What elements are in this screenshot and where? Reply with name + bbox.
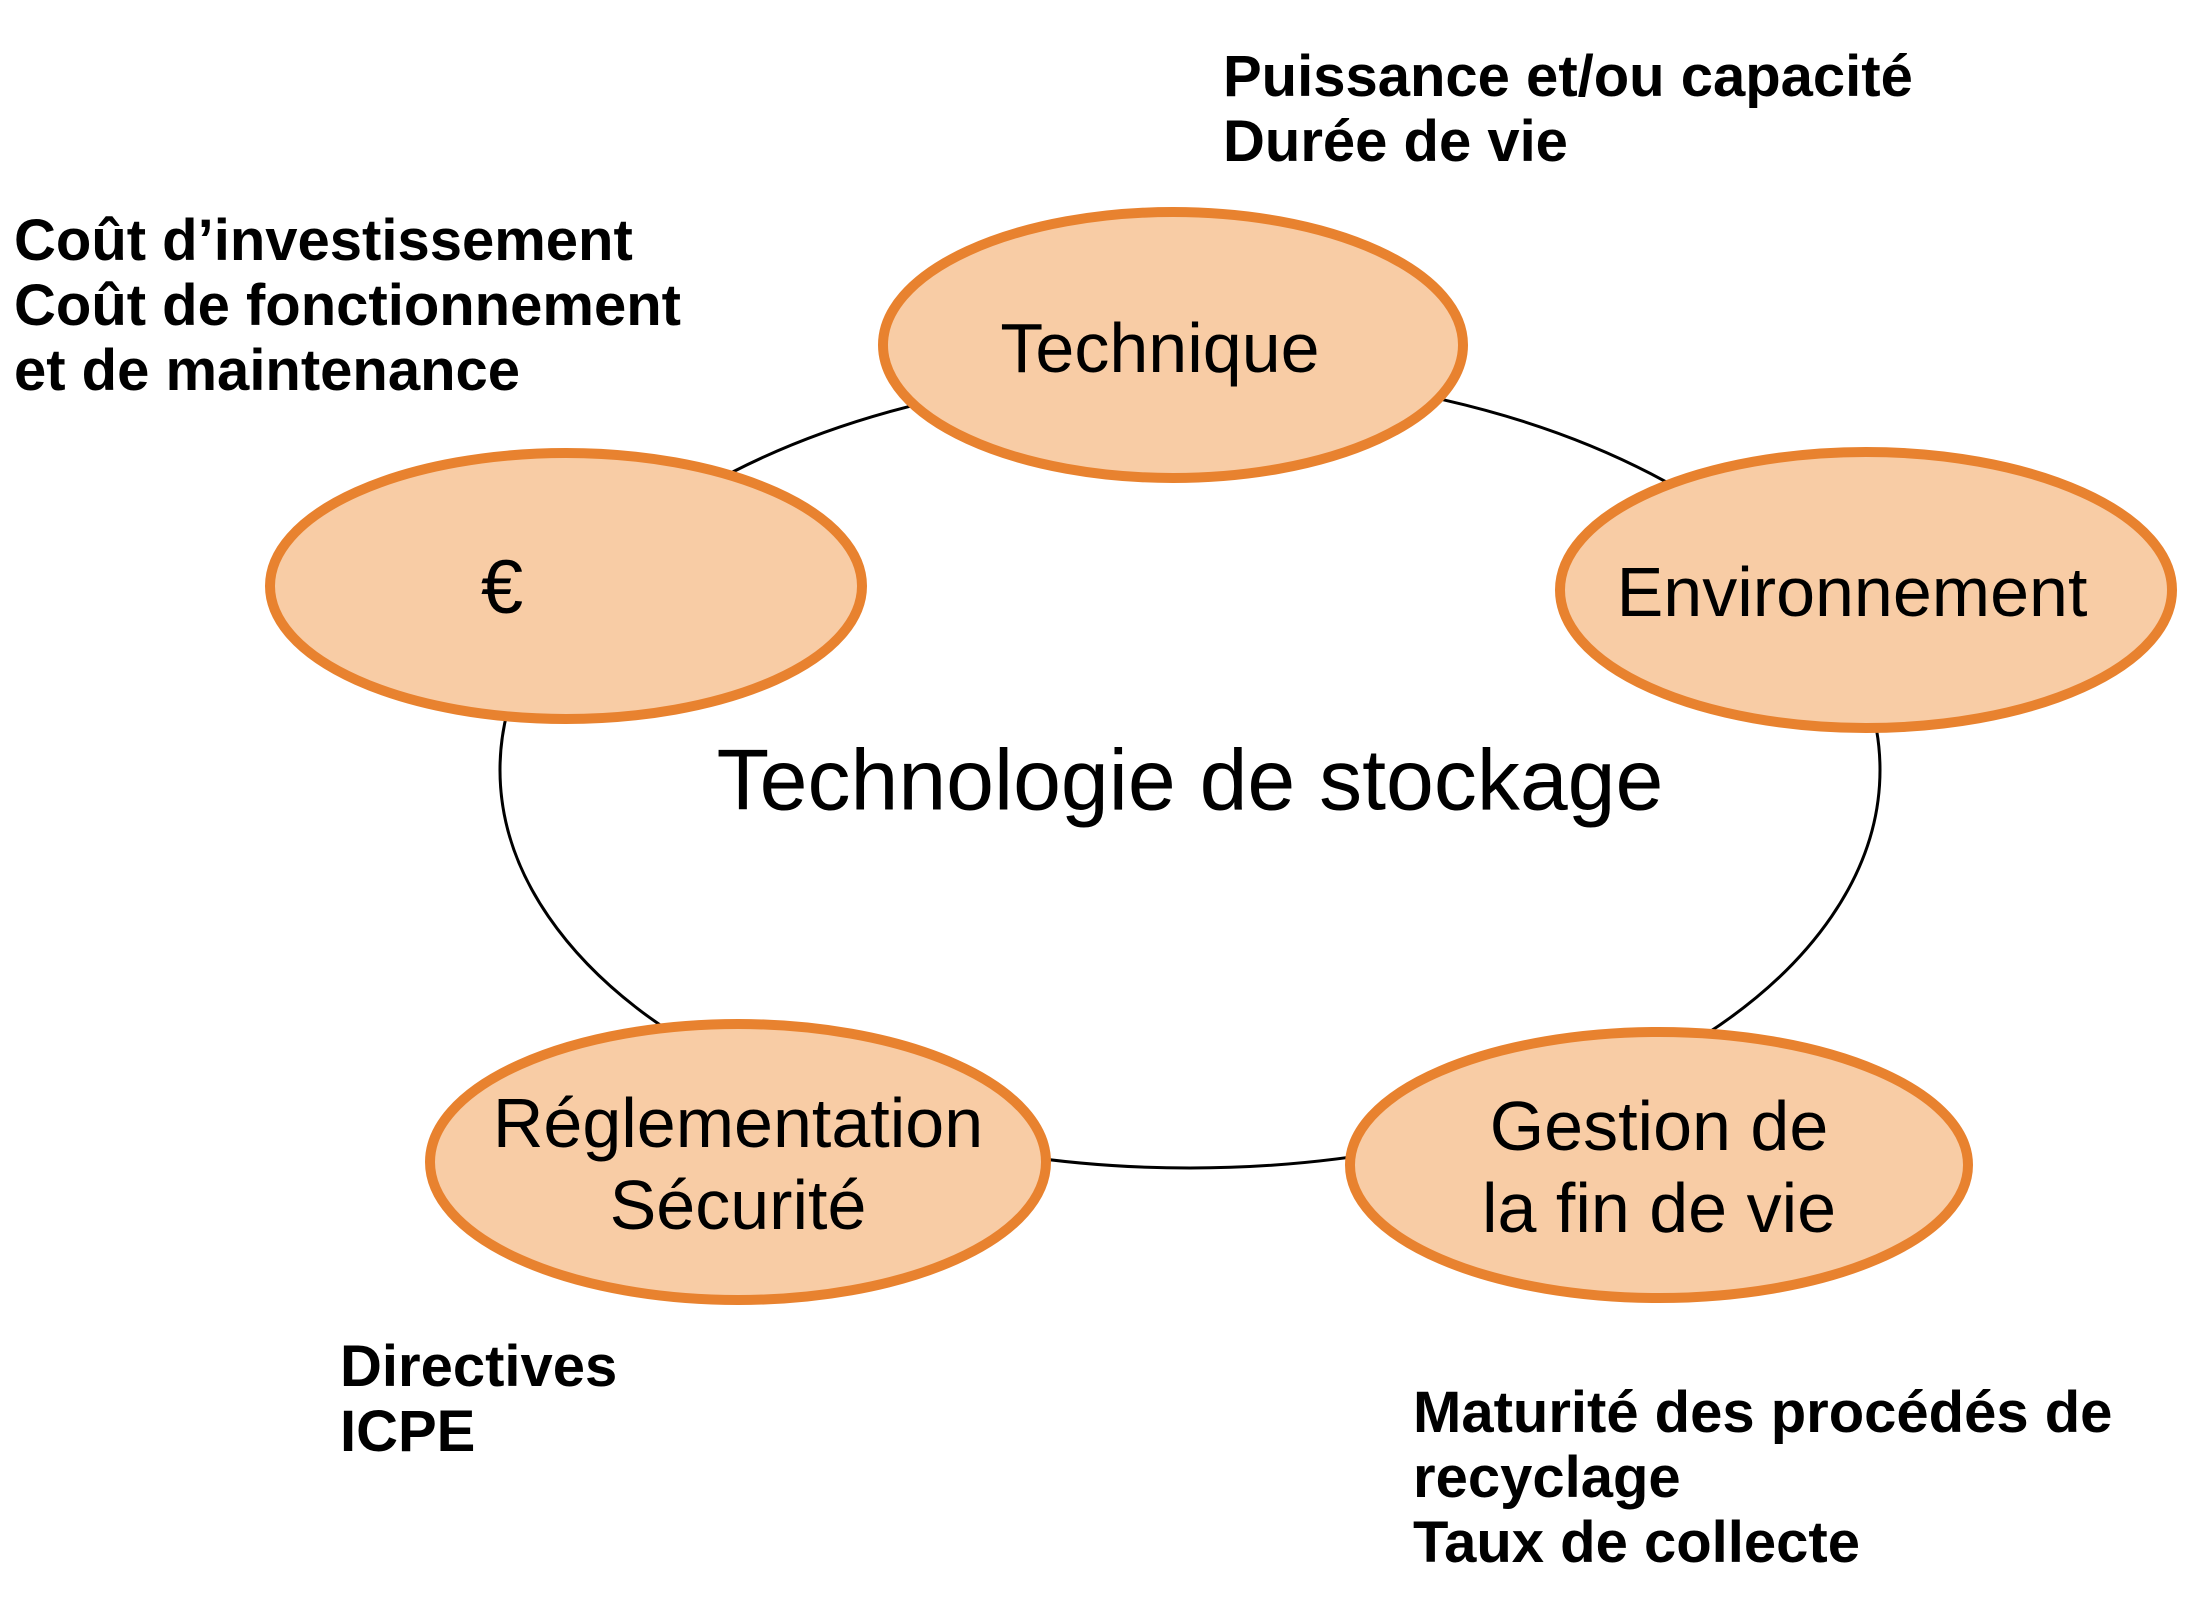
node-ellipse-environnement <box>1555 447 2177 733</box>
annotation-line: recyclage <box>1413 1445 1681 1510</box>
annotation-cost-criteria: Coût d’investissement Coût de fonctionne… <box>14 208 681 403</box>
node-label-reglementation: Réglementation Sécurité <box>493 1082 983 1246</box>
node-label-euro: € <box>481 547 523 629</box>
node-label-environnement: Environnement <box>1617 551 2088 633</box>
annotation-line: Taux de collecte <box>1413 1510 1860 1575</box>
annotation-technique-criteria: Puissance et/ou capacité Durée de vie <box>1223 44 1913 174</box>
annotation-line: Coût d’investissement <box>14 208 633 273</box>
annotation-line: Durée de vie <box>1223 109 1568 174</box>
node-ellipse-reglementation <box>425 1019 1051 1305</box>
node-label-line: Gestion de <box>1489 1087 1829 1165</box>
annotation-line: Coût de fonctionnement <box>14 273 681 338</box>
annotation-regulation-criteria: Directives ICPE <box>340 1334 617 1464</box>
annotation-line: Directives <box>340 1334 618 1399</box>
node-label-line: la fin de vie <box>1481 1169 1837 1247</box>
node-ellipse-gestion <box>1345 1027 1973 1303</box>
node-label-gestion: Gestion de la fin de vie <box>1482 1085 1836 1249</box>
node-label-line: Environnement <box>1616 553 2088 631</box>
annotation-line: Maturité des procédés de <box>1413 1380 2113 1445</box>
node-label-line: Sécurité <box>609 1166 867 1244</box>
annotation-end-of-life-criteria: Maturité des procédés de recyclage Taux … <box>1413 1380 2112 1575</box>
node-ellipse-euro <box>265 448 867 724</box>
node-label-line: Technique <box>1000 309 1320 387</box>
node-label-line: Réglementation <box>492 1084 984 1162</box>
diagram-title: Technologie de stockage <box>716 732 1664 829</box>
node-label-line: € <box>480 545 524 630</box>
node-label-technique: Technique <box>1000 307 1319 389</box>
annotation-line: et de maintenance <box>14 338 521 403</box>
annotation-line: ICPE <box>340 1399 476 1464</box>
annotation-line: Puissance et/ou capacité <box>1223 44 1913 109</box>
node-ellipse-technique <box>878 207 1468 483</box>
